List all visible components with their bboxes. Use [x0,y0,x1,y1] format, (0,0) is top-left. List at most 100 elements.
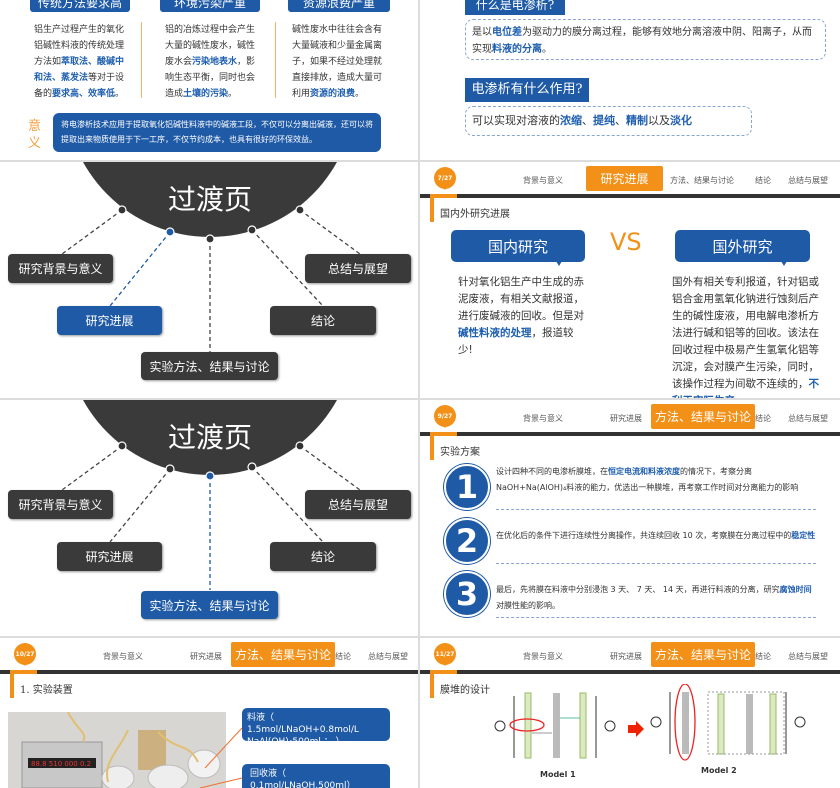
meaning-box: 将电渗析技术应用于提取氧化铝碱性料液中的碱液工段，不仅可以分离出碱液，还可以将提… [53,113,381,152]
text-segment: 、 [615,114,626,127]
text-segment: 是以 [472,27,492,38]
column-text: 碱性废水中往往会含有大量碱液和少量金属离子，如果不经过处理就直接排放，造成大量可… [292,22,386,102]
step-text: 设计四种不同的电渗析膜堆，在恒定电流和料液浓度的情况下，考察分离NaOH+Na(… [496,464,816,510]
section-conclusion[interactable]: 结论 [270,542,376,571]
slide-subtitle: 国内外研究进展 [440,209,510,220]
nav-conclusion[interactable]: 结论 [755,176,771,185]
slide-research-progress[interactable]: 7/27 背景与意义 研究进展 方法、结果与讨论 结论 总结与展望 国内外研究进… [420,162,840,398]
highlight-text: 土壤的污染 [183,89,229,99]
transition-diagram [61,400,361,590]
highlight-text: 污染地表水 [192,57,238,67]
header-bar [0,670,418,674]
text-segment: 。 [735,395,746,398]
svg-text:88.8 510 000 0.2: 88.8 510 000 0.2 [31,760,91,768]
text-segment: 碱性废水中往往会含有大量碱液和少量金属离子，如果不经过处理就直接排放，造成大量可… [292,25,383,99]
text-segment: 可以实现对溶液的 [472,114,560,127]
section-conclusion[interactable]: 结论 [270,306,376,335]
text-segment: 为驱动力的膜分离过程，能够有效地分离溶液中阴、阳离子，从而实现 [472,27,812,55]
highlight-text: 稳定性 [791,531,816,540]
question-function: 电渗析有什么作用? [465,78,589,102]
pointer-arrows [199,727,243,788]
section-background[interactable]: 研究背景与意义 [8,254,113,283]
slide-background-significance[interactable]: 传统方法要求高 环境污染严重 资源浪费严重 铝生产过程产生的氧化铝碱性料液的传统… [0,0,418,160]
foreign-title: 国外研究 [675,230,810,266]
column-text: 铝生产过程产生的氧化铝碱性料液的传统处理方法如萃取法、酸碱中和法、蒸发法等对于设… [34,22,128,102]
nav-background[interactable]: 背景与意义 [523,176,563,185]
accent-bar [430,432,457,436]
slide-apparatus[interactable]: 10/27 背景与意义 研究进展 方法、结果与讨论 结论 总结与展望 1. 实验… [0,638,418,788]
text-segment: 针对氧化铝生产中生成的赤泥废液，有相关文献报道，进行废碱液的回收。但是对 [458,276,584,322]
nav-summary[interactable]: 总结与展望 [788,414,828,423]
highlight-text: 资源的浪费 [310,89,356,99]
text-segment: 国外有相关专利报道，针对铝或铝合金用氢氧化钠进行蚀刻后产生的碱性废液，用电解电渗… [672,276,819,390]
domestic-text: 针对氧化铝生产中生成的赤泥废液，有相关文献报道，进行废碱液的回收。但是对碱性料液… [458,274,584,359]
domestic-title: 国内研究 [451,230,585,266]
nav-background[interactable]: 背景与意义 [103,652,143,661]
slide-subtitle: 实验方案 [440,447,480,458]
nav-methods[interactable]: 方法、结果与讨论 [231,642,336,667]
text-segment: 。 [228,89,238,99]
header-bar [420,432,840,436]
nav-conclusion[interactable]: 结论 [755,652,771,661]
header-bar [420,194,840,198]
apparatus-photo: 88.8 510 000 0.2 [8,712,226,788]
slide-stack-design[interactable]: 11/27 背景与意义 研究进展 方法、结果与讨论 结论 总结与展望 膜堆的设计… [420,638,840,788]
section-background[interactable]: 研究背景与意义 [8,490,113,519]
model2-label: Model 2 [701,766,737,775]
text-segment: 在优化后的条件下进行连续性分离操作，共连续回收 10 次，考察膜在分离过程中的 [496,531,792,540]
nav-progress[interactable]: 研究进展 [610,414,642,423]
nav-summary[interactable]: 总结与展望 [788,652,828,661]
section-summary[interactable]: 总结与展望 [305,490,411,519]
nav-conclusion[interactable]: 结论 [335,652,351,661]
slide-what-is-ed[interactable]: 什么是电渗析? 是以电位差为驱动力的膜分离过程，能够有效地分离溶液中阴、阳离子，… [420,0,840,160]
tab-pollution: 环境污染严重 [160,0,260,12]
highlight-text: 腐蚀时间 [779,585,812,594]
text-segment: 。 [542,44,552,55]
transition-arrow-icon [628,721,644,737]
transition-diagram [61,162,361,352]
step-text: 在优化后的条件下进行连续性分离操作，共连续回收 10 次，考察膜在分离过程中的稳… [496,528,816,564]
nav-progress[interactable]: 研究进展 [190,652,222,661]
nav-background[interactable]: 背景与意义 [523,652,563,661]
page-badge: 9/27 [434,405,456,428]
highlight-text: 料液的分离 [492,44,542,55]
nav-progress[interactable]: 研究进展 [586,166,663,191]
section-methods[interactable]: 实验方法、结果与讨论 [141,352,278,380]
answer-what-is: 是以电位差为驱动力的膜分离过程，能够有效地分离溶液中阴、阳离子，从而实现料液的分… [465,19,826,60]
nav-methods[interactable]: 方法、结果与讨论 [651,404,756,429]
page-badge: 7/27 [434,167,456,190]
nav-progress[interactable]: 研究进展 [610,652,642,661]
section-progress[interactable]: 研究进展 [57,542,162,571]
highlight-text: 精制 [626,114,648,127]
nav-summary[interactable]: 总结与展望 [368,652,408,661]
text-segment: ，报道较少! [458,327,574,356]
nav-background[interactable]: 背景与意义 [523,414,563,423]
highlight-text: 浓缩 [560,114,582,127]
nav-methods[interactable]: 方法、结果与讨论 [670,176,734,185]
text-segment: 铝生产过程产生的氧化铝碱性料液的传统处理方法如 [34,25,125,67]
slide-subtitle: 膜堆的设计 [440,685,490,696]
accent-bar [430,194,457,198]
accent-bar [430,670,457,674]
text-segment: 的情况下，考察分离NaOH+Na(AlOH)₄料液的能力，优选出一种膜堆，再考察… [496,467,799,492]
question-what-is: 什么是电渗析? [465,0,565,15]
section-methods[interactable]: 实验方法、结果与讨论 [141,591,278,619]
slide-experiment-plan[interactable]: 9/27 背景与意义 研究进展 方法、结果与讨论 结论 总结与展望 实验方案 1… [420,400,840,636]
highlight-text: 恒定电流和料液浓度 [608,467,680,476]
text-segment: 对膜性能的影响。 [496,601,560,610]
answer-function: 可以实现对溶液的浓缩、提纯、精制以及淡化 [465,106,752,136]
nav-summary[interactable]: 总结与展望 [788,176,828,185]
accent-bar [10,670,37,674]
slide-transition-methods[interactable]: 过渡页 研究背景与意义 研究进展 实验方法、结果与讨论 结论 总结与展望 [0,400,418,636]
section-summary[interactable]: 总结与展望 [305,254,411,283]
step-text: 最后，先将膜在料液中分别浸泡 3 天、 7 天、 14 天，再进行料液的分离，研… [496,582,816,618]
slide-transition-progress[interactable]: 过渡页 研究背景与意义 研究进展 实验方法、结果与讨论 结论 总结与展望 [0,162,418,398]
text-segment: 以及 [648,114,670,127]
nav-conclusion[interactable]: 结论 [755,414,771,423]
vs-label: VS [610,228,642,256]
text-segment: 最后，先将膜在料液中分别浸泡 3 天、 7 天、 14 天，再进行料液的分离，研… [496,585,780,594]
page-badge: 11/27 [434,643,456,666]
highlight-text: 碱性料液的处理 [458,327,532,339]
nav-methods[interactable]: 方法、结果与讨论 [651,642,756,667]
section-progress[interactable]: 研究进展 [57,306,162,335]
